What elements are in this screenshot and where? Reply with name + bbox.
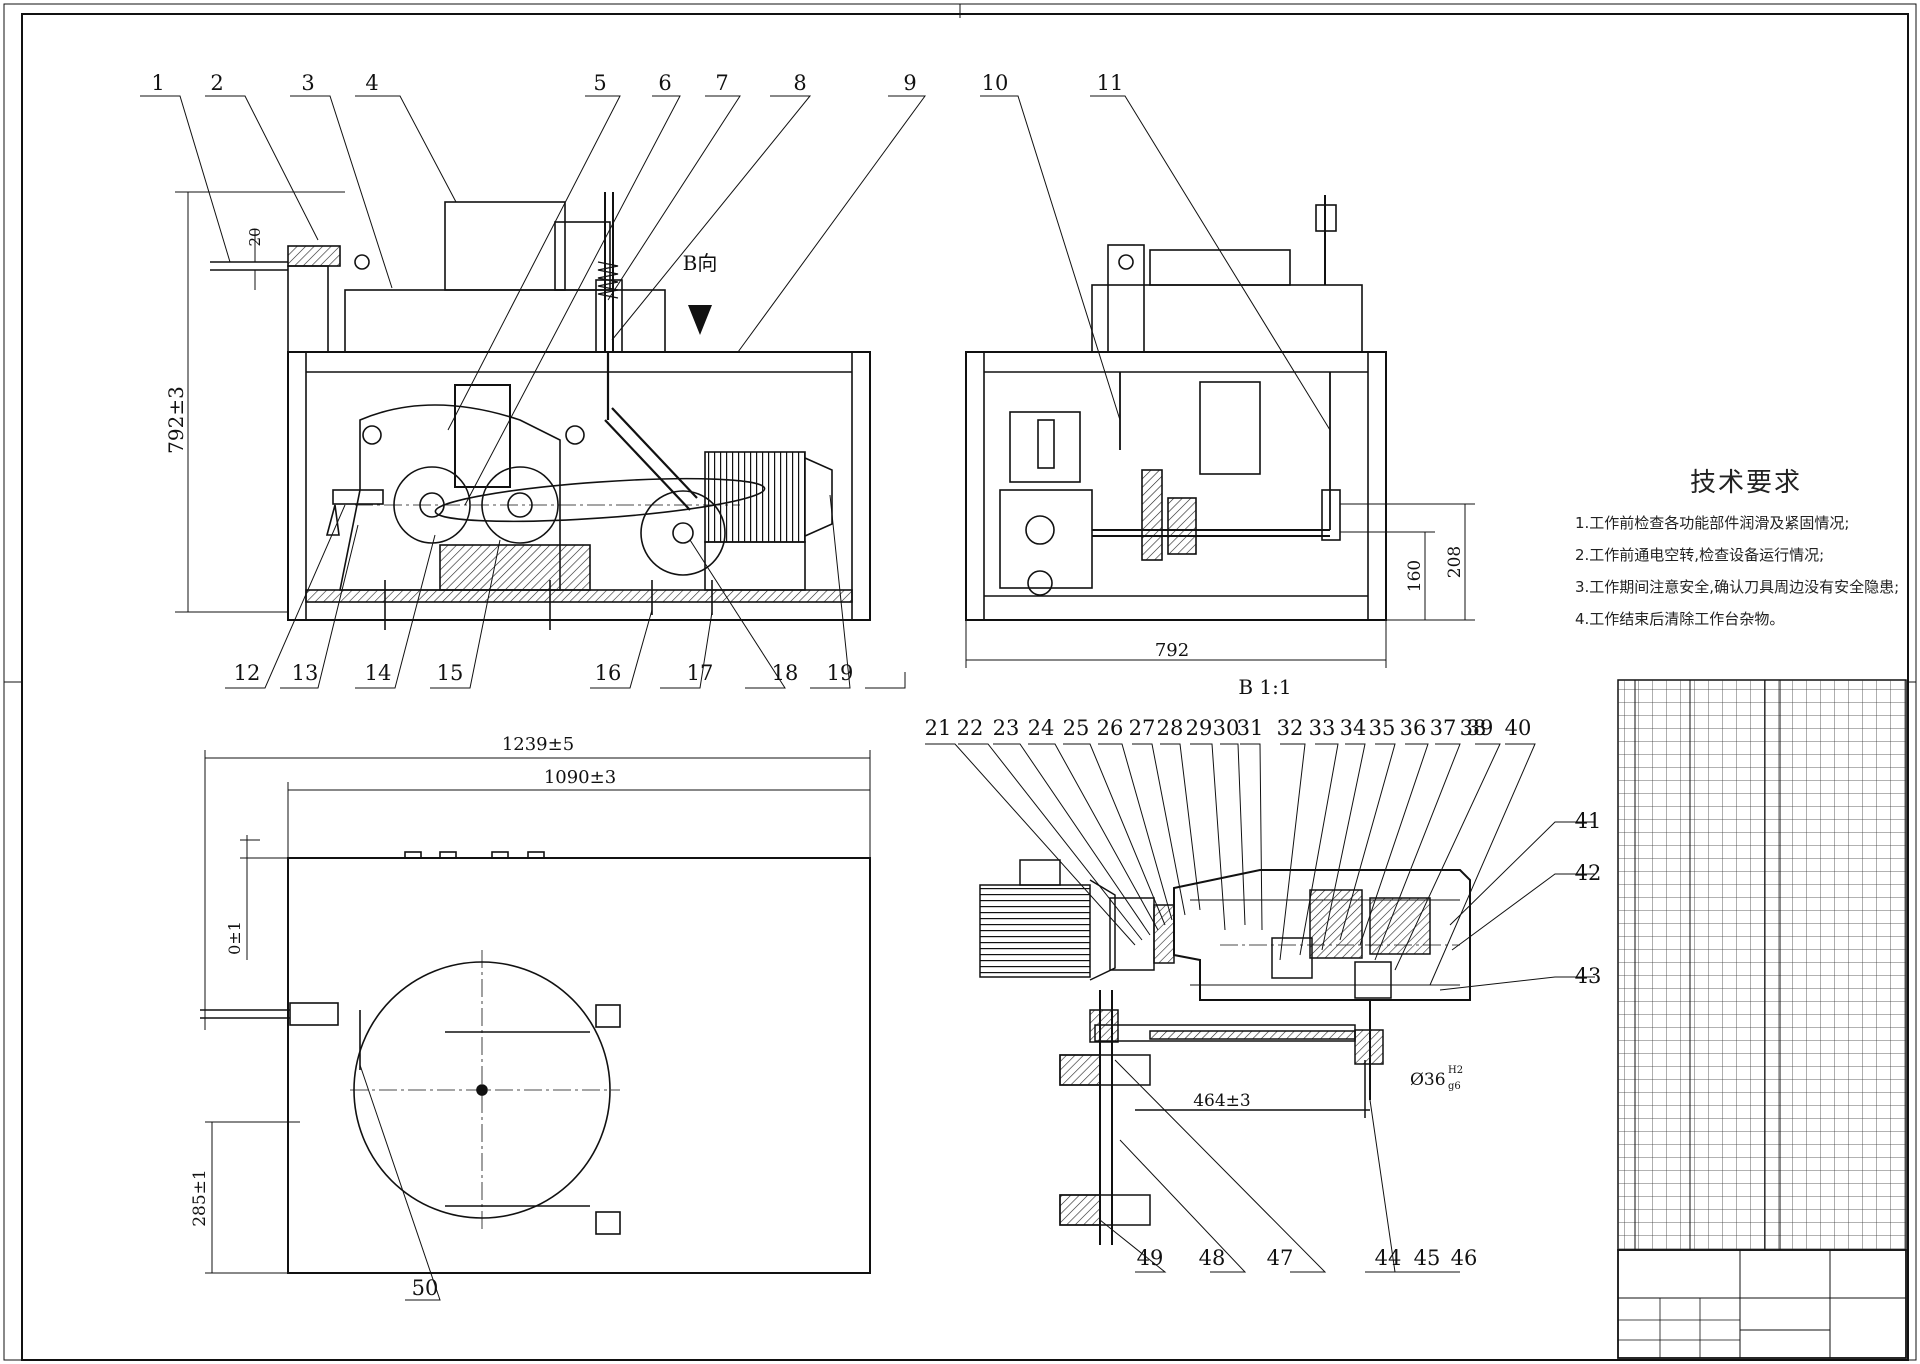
top-view-dimensions [204, 750, 871, 1274]
part-number-40: 40 [1505, 716, 1532, 740]
part-number-5: 5 [593, 71, 606, 95]
side-dim-160: 160 [1405, 560, 1425, 592]
side-dim-208: 208 [1445, 546, 1465, 578]
part-number-26: 26 [1097, 716, 1124, 740]
front-view [210, 192, 871, 630]
part-number-22: 22 [957, 716, 984, 740]
part-number-18: 18 [772, 661, 799, 685]
part-number-43: 43 [1575, 964, 1602, 988]
part-number-28: 28 [1157, 716, 1184, 740]
part-number-25: 25 [1063, 716, 1090, 740]
part-number-29: 29 [1186, 716, 1213, 740]
part-number-23: 23 [993, 716, 1020, 740]
part-number-39: 39 [1467, 716, 1494, 740]
view-direction-arrow [688, 305, 712, 335]
part-number-8: 8 [793, 71, 806, 95]
part-number-48: 48 [1199, 1246, 1226, 1270]
part-number-47: 47 [1267, 1246, 1294, 1270]
front-view-dimensions [175, 191, 345, 613]
part-number-37: 37 [1430, 716, 1457, 740]
part-number-1: 1 [151, 71, 164, 95]
part-number-2: 2 [210, 71, 223, 95]
part-number-27: 27 [1129, 716, 1156, 740]
side-width-dim: 792 [1155, 640, 1189, 661]
part-number-19: 19 [827, 661, 854, 685]
shaft-fit-tol-upper: H2 [1448, 1065, 1463, 1076]
section-view [979, 859, 1471, 1245]
part-number-45: 45 [1414, 1246, 1441, 1270]
part-number-31: 31 [1237, 716, 1264, 740]
part-number-6: 6 [658, 71, 671, 95]
part-number-33: 33 [1309, 716, 1336, 740]
tech-requirement-item: 2.工作前通电空转,检查设备运行情况; [1575, 546, 1825, 564]
part-number-12: 12 [234, 661, 261, 685]
front-height-dim: 792±3 [164, 386, 188, 454]
shaft-fit-tol-lower: g6 [1448, 1081, 1461, 1092]
tech-requirement-item: 4.工作结束后清除工作台杂物。 [1575, 610, 1785, 628]
shaft-fit-dim: Ø36 [1410, 1070, 1446, 1090]
view-direction-label: B向 [683, 251, 718, 275]
part-number-38: 38 [1460, 716, 1487, 740]
top-offset-dim: 0±1 [225, 921, 244, 955]
part-number-42: 42 [1575, 861, 1602, 885]
tech-requirement-item: 1.工作前检查各功能部件润滑及紧固情况; [1575, 514, 1850, 532]
top-inner-dim: 1090±3 [544, 767, 616, 788]
part-number-14: 14 [365, 661, 392, 685]
part-number-3: 3 [301, 71, 314, 95]
part-number-36: 36 [1400, 716, 1427, 740]
part-number-13: 13 [292, 661, 319, 685]
part-number-17: 17 [687, 661, 714, 685]
part-number-44: 44 [1375, 1246, 1402, 1270]
part-number-34: 34 [1340, 716, 1367, 740]
tech-requirements-title: 技术要求 [1690, 468, 1803, 498]
part-number-46: 46 [1451, 1246, 1478, 1270]
part-number-21: 21 [925, 716, 952, 740]
part-number-4: 4 [365, 71, 378, 95]
part-number-9: 9 [903, 71, 916, 95]
tech-requirement-item: 3.工作期间注意安全,确认刀具周边没有安全隐患; [1575, 578, 1900, 596]
side-view-dimensions [965, 503, 1475, 668]
leader-lines [140, 95, 1595, 1301]
section-label: B 1:1 [1238, 675, 1291, 699]
part-number-7: 7 [715, 71, 728, 95]
title-block [1617, 1249, 1907, 1359]
part-number-15: 15 [437, 661, 464, 685]
part-number-49: 49 [1137, 1246, 1164, 1270]
side-view [965, 195, 1387, 621]
rod-dim: 20 [246, 227, 264, 246]
part-number-24: 24 [1028, 716, 1055, 740]
part-number-32: 32 [1277, 716, 1304, 740]
sheet-frame [3, 3, 1917, 1361]
shaft-distance-dim: 464±3 [1193, 1091, 1251, 1111]
part-number-35: 35 [1369, 716, 1396, 740]
part-number-10: 10 [982, 71, 1009, 95]
part-number-30: 30 [1213, 716, 1240, 740]
top-overall-dim: 1239±5 [502, 734, 574, 755]
part-number-11: 11 [1097, 71, 1124, 95]
part-number-41: 41 [1575, 809, 1602, 833]
top-center-dim: 285±1 [190, 1169, 210, 1227]
part-number-16: 16 [595, 661, 622, 685]
part-number-50: 50 [412, 1276, 439, 1300]
parts-list-table [1617, 679, 1907, 1251]
top-view [200, 851, 871, 1274]
part-numbers: 1 2 3 4 5 6 7 8 9 10 11 12 13 14 15 16 1… [151, 71, 1601, 1300]
